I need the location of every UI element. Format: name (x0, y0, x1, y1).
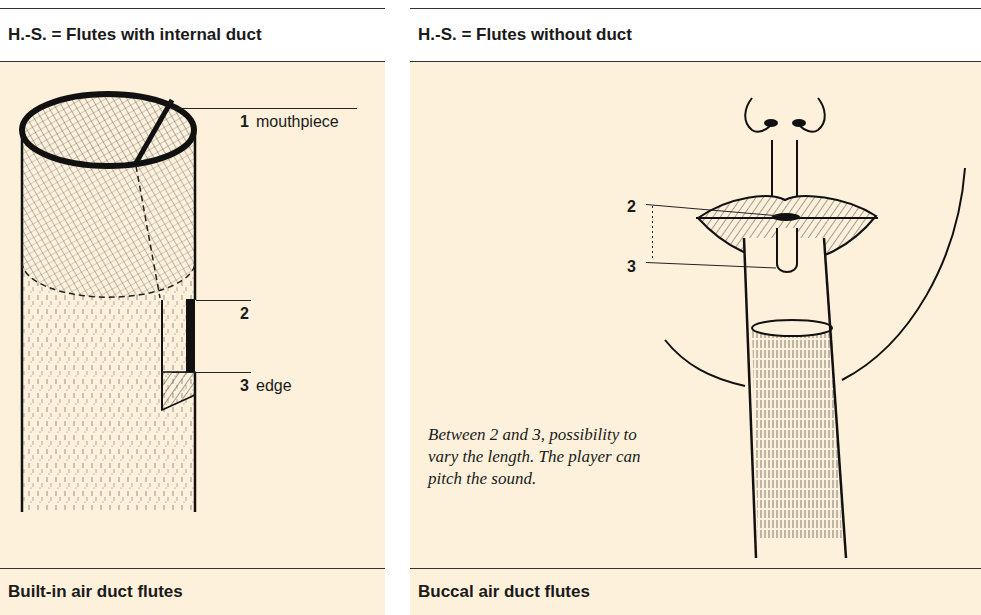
flute-tube (22, 94, 195, 512)
part-name: edge (256, 377, 292, 395)
note-text: Between 2 and 3, possibility to vary the… (428, 424, 663, 490)
callout-number: 3 (627, 258, 636, 276)
panel: H.-S. = Flutes without ductBuccal air du… (410, 8, 981, 615)
panel-footer: Built-in air duct flutes (8, 582, 183, 602)
panel: H.-S. = Flutes with internal ductBuilt-i… (0, 8, 385, 615)
leader-line (172, 109, 357, 373)
part-name: mouthpiece (256, 113, 339, 131)
leader-line (646, 205, 780, 269)
panel-heading: H.-S. = Flutes with internal duct (8, 25, 262, 45)
callout-number: 3 (240, 377, 249, 395)
callout-number: 2 (240, 305, 249, 323)
panel-footer: Buccal air duct flutes (418, 582, 590, 602)
buccal-flute (744, 228, 846, 558)
callout-number: 2 (627, 198, 636, 216)
panel-heading: H.-S. = Flutes without duct (418, 25, 632, 45)
callout-number: 1 (240, 113, 249, 131)
